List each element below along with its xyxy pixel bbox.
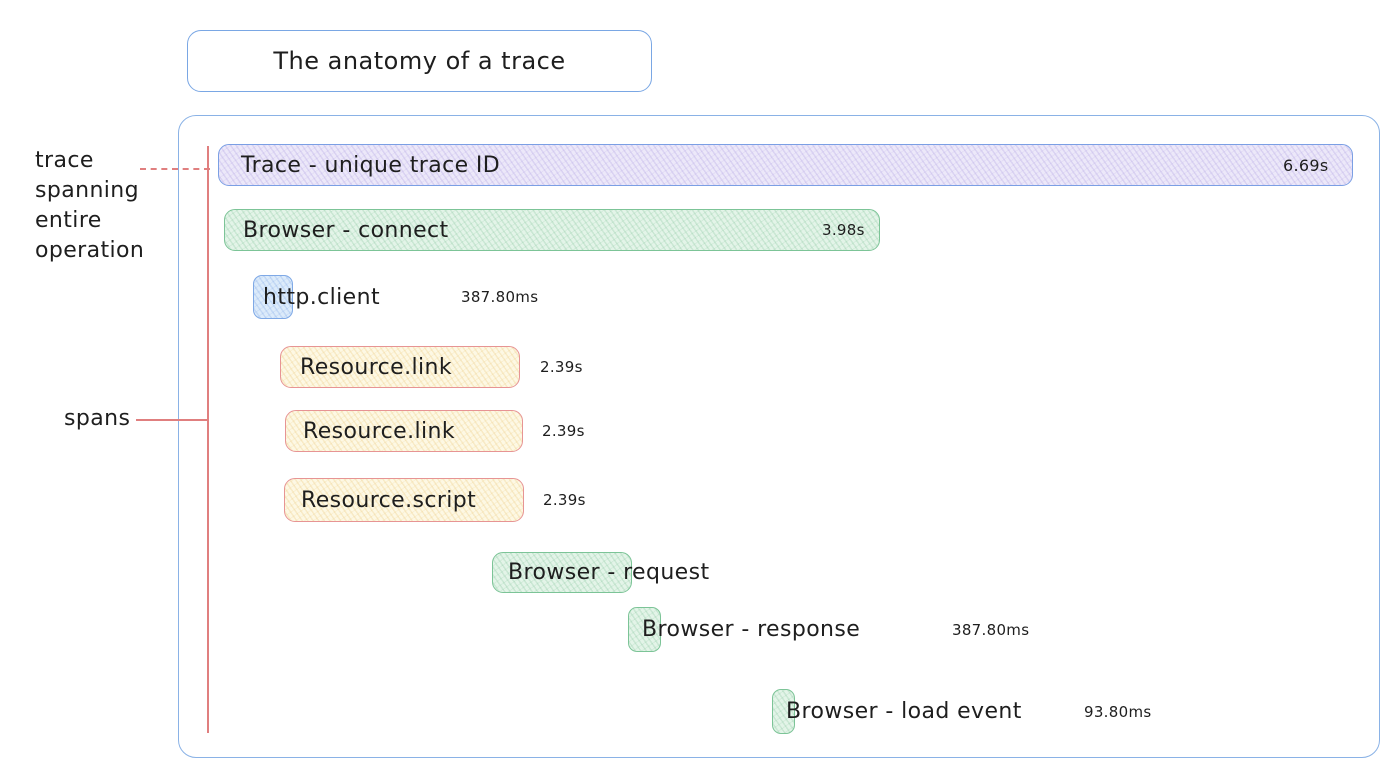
resource-link-bar (285, 410, 523, 452)
resource-link-duration: 2.39s (542, 422, 585, 440)
resource-link-label: Resource.link (300, 354, 452, 380)
http-client-label: http.client (263, 284, 380, 310)
spans-annotation-label: spans (64, 406, 131, 431)
browser-response-bar (628, 607, 661, 652)
browser-connect-bar (224, 209, 880, 251)
browser-request-label: Browser - request (508, 560, 710, 585)
trace-annotation-line: entire (35, 208, 102, 233)
browser-load-event-duration: 93.80ms (1084, 702, 1152, 721)
trace-annotation-line: spanning (35, 178, 140, 203)
resource-link-label: Resource.link (303, 418, 455, 444)
trace-annotation-line: trace (35, 148, 94, 173)
browser-load-event-label: Browser - load event (786, 699, 1022, 724)
trace-annotation: trace spanning entire operation (35, 146, 144, 266)
browser-connect-duration: 3.98s (822, 221, 865, 239)
resource-script-label: Resource.script (301, 487, 477, 513)
spans-annotation: spans (64, 404, 130, 434)
http-client-bar (253, 275, 293, 319)
spans-bracket-line (207, 146, 209, 733)
resource-link-duration: 2.39s (540, 358, 583, 376)
trace-pointer-line (140, 168, 210, 170)
trace-span-label: Trace - unique trace ID (241, 152, 501, 178)
browser-request-bar (492, 552, 632, 593)
trace-span-duration: 6.69s (1283, 155, 1329, 175)
diagram-frame (178, 115, 1380, 758)
http-client-duration: 387.80ms (461, 288, 539, 306)
spans-pointer-line (136, 419, 208, 421)
browser-response-duration: 387.80ms (952, 620, 1030, 639)
resource-script-bar (284, 478, 524, 522)
trace-span-bar (218, 144, 1353, 186)
resource-link-bar (280, 346, 520, 388)
browser-load-event-bar (772, 689, 795, 734)
resource-script-duration: 2.39s (543, 491, 586, 509)
title-box: The anatomy of a trace (187, 30, 652, 92)
trace-annotation-line: operation (35, 238, 145, 263)
diagram-title: The anatomy of a trace (273, 47, 566, 75)
browser-connect-label: Browser - connect (243, 217, 449, 243)
browser-response-label: Browser - response (642, 617, 861, 642)
